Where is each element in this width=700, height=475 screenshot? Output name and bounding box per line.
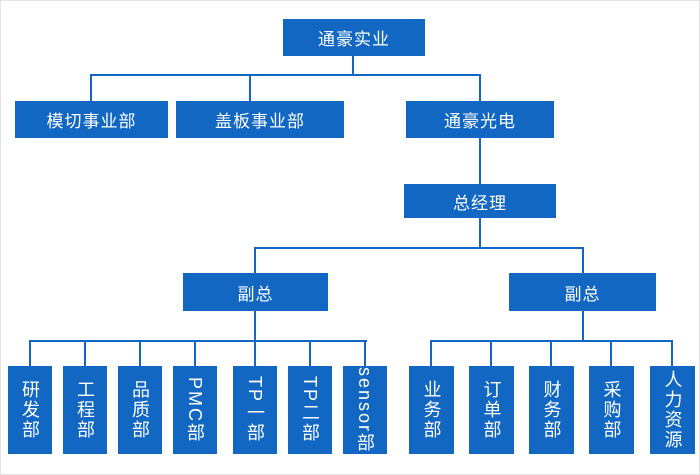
org-node-orders-dept: 订单部 [469, 366, 514, 454]
org-node-pmc-dept: PMC部 [173, 366, 217, 454]
connector-root-down [352, 56, 354, 75]
connector-opto-gm [479, 138, 481, 184]
org-node-optoelectronics: 通豪光电 [406, 101, 554, 138]
connector-drop-tp1 [254, 341, 256, 366]
connector-drop-business [430, 341, 432, 366]
connector-drop-orders [490, 341, 492, 366]
org-node-tonghao-industrial: 通豪实业 [283, 19, 425, 56]
connector-vp-bus [254, 247, 584, 249]
org-node-quality-dept: 品质部 [118, 366, 162, 454]
org-node-rd-dept: 研发部 [8, 366, 52, 454]
connector-gm-down [479, 218, 481, 248]
connector-level2-bus [90, 74, 481, 76]
org-node-sensor-dept: sensor部 [343, 366, 387, 454]
connector-drop-hr [671, 341, 673, 366]
connector-drop-quality [139, 341, 141, 366]
org-node-finance-dept: 财务部 [529, 366, 574, 454]
connector-vpr-down [582, 311, 584, 341]
org-node-vp-left: 副总 [183, 273, 328, 311]
org-node-diecut-division: 模切事业部 [15, 101, 168, 138]
org-node-hr-dept: 人力资源 [650, 366, 695, 454]
connector-drop-engineering [84, 341, 86, 366]
org-node-purchasing-dept: 采购部 [589, 366, 634, 454]
connector-drop-vp-left [254, 248, 256, 273]
connector-drop-sensor [364, 341, 366, 366]
connector-drop-pmc [194, 341, 196, 366]
connector-drop-finance [550, 341, 552, 366]
connector-drop-diecut [90, 75, 92, 101]
org-node-tp1-dept: TP一部 [233, 366, 277, 454]
org-node-tp2-dept: TP二部 [288, 366, 332, 454]
connector-drop-tp2 [309, 341, 311, 366]
org-node-business-dept: 业务部 [409, 366, 454, 454]
connector-drop-opto [479, 75, 481, 101]
org-node-engineering-dept: 工程部 [63, 366, 107, 454]
org-node-general-manager: 总经理 [404, 184, 556, 218]
org-node-vp-right: 副总 [509, 273, 656, 311]
connector-drop-cover [249, 75, 251, 101]
connector-drop-purchasing [610, 341, 612, 366]
connector-vpl-down [254, 311, 256, 341]
connector-drop-vp-right [582, 248, 584, 273]
connector-drop-rd [29, 341, 31, 366]
org-node-coverplate-division: 盖板事业部 [176, 101, 344, 138]
connector-left-bus [29, 340, 367, 342]
